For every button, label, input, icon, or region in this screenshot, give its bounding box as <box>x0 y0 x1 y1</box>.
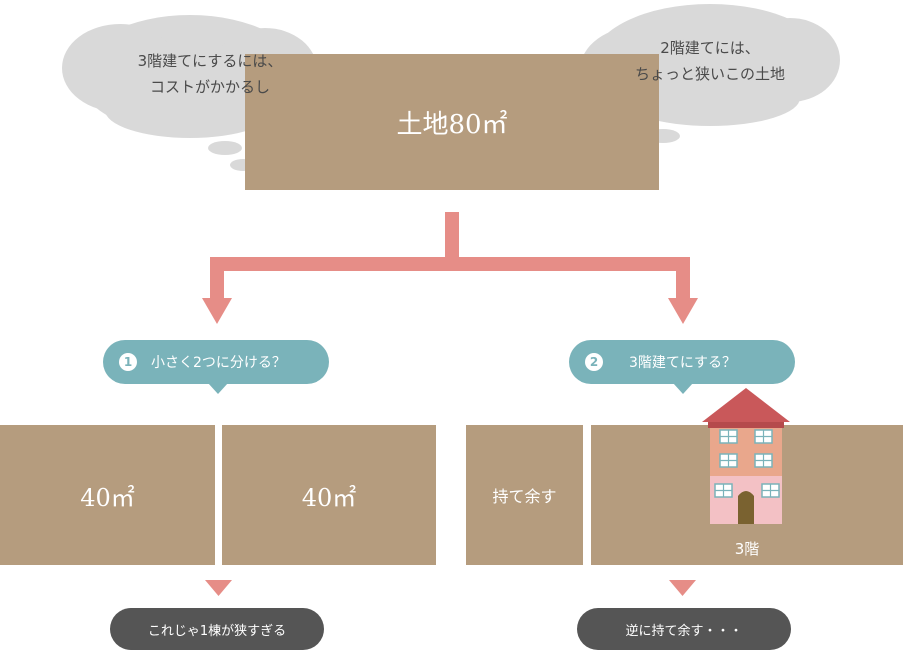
option2-pill: 2 3階建てにする？ <box>569 340 795 384</box>
split-lot-right-label: 40㎡ <box>301 483 357 512</box>
option1-label: 小さく2つに分ける？ <box>151 355 286 371</box>
branch-left-leg <box>210 257 224 302</box>
branch-stem <box>445 212 459 264</box>
right-arrow-head <box>668 298 698 324</box>
branch-right-leg <box>676 257 690 302</box>
result1-arrow <box>205 580 232 596</box>
top-land-label: 土地80㎡ <box>396 109 508 140</box>
option1-number: 1 <box>119 353 137 371</box>
split-lot-left-label: 40㎡ <box>80 483 135 512</box>
leftover-lot <box>466 425 583 565</box>
result1-pill: これじゃ1棟が狭すぎる <box>110 608 324 650</box>
branch-bar <box>210 257 690 271</box>
left-thought-line-2: コストがかかるし <box>149 78 270 96</box>
right-thought-line-2: ちょっと狭いこの土地 <box>634 65 785 83</box>
option2-number: 2 <box>585 353 603 371</box>
option1-pill: 1 小さく2つに分ける？ <box>103 340 329 384</box>
option2-pill-tail <box>673 383 693 394</box>
left-arrow-head <box>202 298 232 324</box>
house-label: 3階 <box>734 540 760 558</box>
option2-label: 3階建てにする？ <box>629 355 737 371</box>
split-lot-left <box>0 425 215 565</box>
split-lot-right <box>222 425 436 565</box>
result2-pill: 逆に持て余す・・・ <box>577 608 791 650</box>
result2-arrow <box>669 580 696 596</box>
option1-pill-tail <box>208 383 228 394</box>
left-thought-line-1: 3階建てにするには、 <box>137 52 283 70</box>
top-land <box>245 54 659 190</box>
right-thought-line-1: 2階建てには、 <box>660 39 760 57</box>
left-thought-bubble-1 <box>208 141 242 155</box>
left-thought-cloud <box>62 15 317 171</box>
right-thought-text: 2階建てには、 ちょっと狭いこの土地 <box>590 35 830 87</box>
left-thought-text: 3階建てにするには、 コストがかかるし <box>95 48 325 100</box>
three-story-house-icon <box>702 388 790 524</box>
leftover-lot-label: 持て余す <box>492 487 557 506</box>
